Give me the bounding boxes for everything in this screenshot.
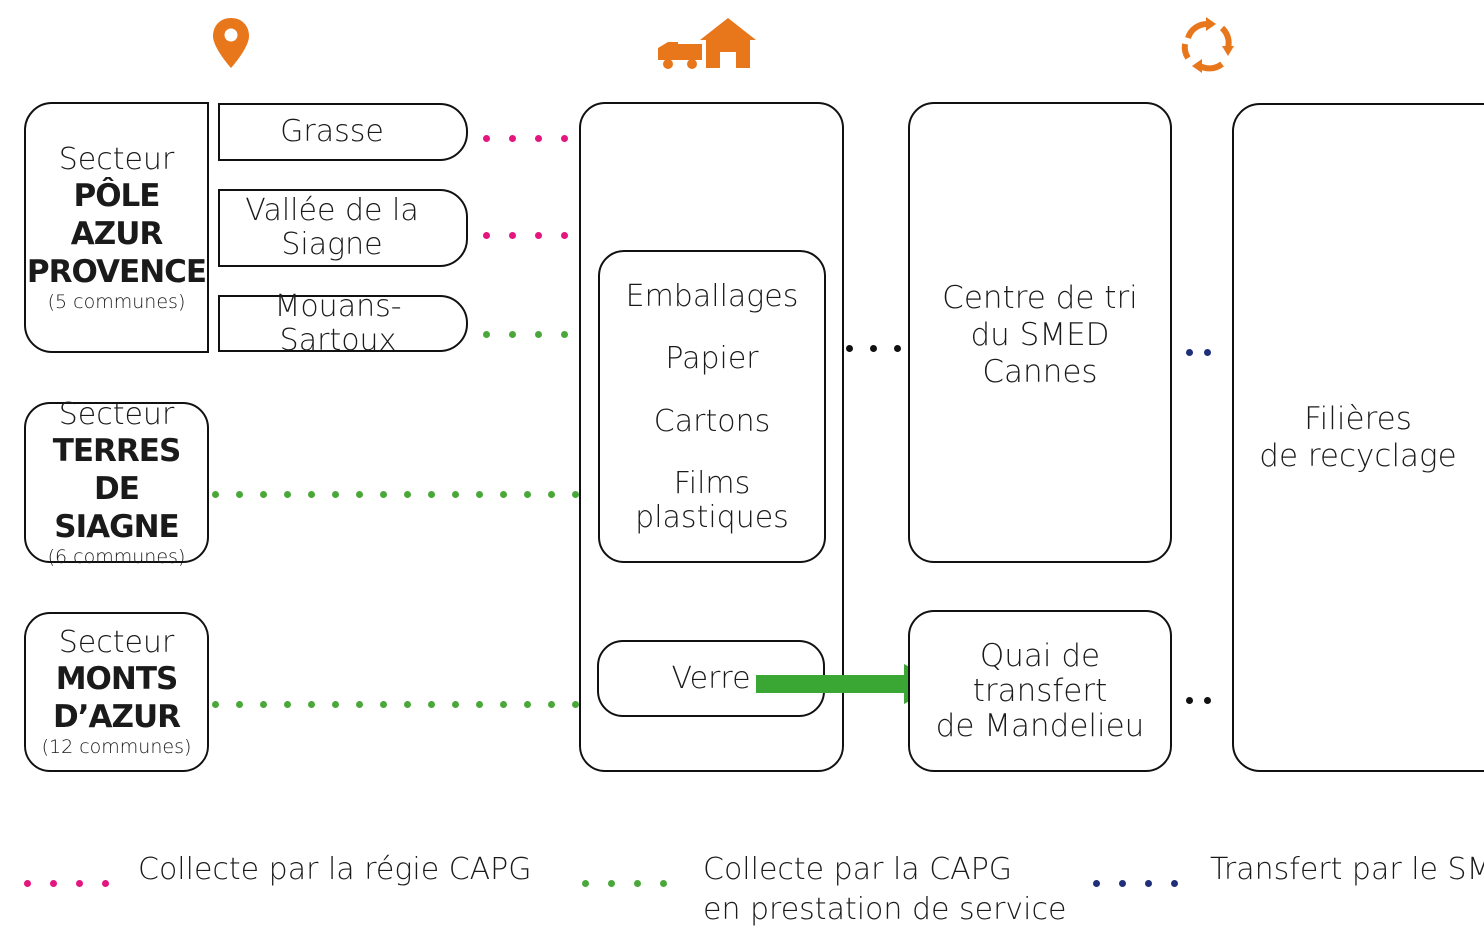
- sorting-center-line2: du SMED: [970, 317, 1110, 353]
- recycle-arrows-icon: [1181, 17, 1234, 73]
- legend-navy-dots: [1093, 872, 1178, 887]
- dotted-link-grasse: [483, 127, 568, 142]
- connector-dot: [548, 701, 555, 708]
- dotted-link-terres: [212, 483, 579, 498]
- legend-prestation-text: Collecte par la CAPG en prestation de se…: [703, 850, 1066, 930]
- connector-dot: [572, 701, 579, 708]
- connector-dot: [260, 701, 267, 708]
- dotted-link-vallee: [483, 224, 568, 239]
- sector-count: (12 communes): [41, 736, 192, 758]
- sorting-center-line3: Cannes: [982, 354, 1098, 390]
- connector-dot: [500, 701, 507, 708]
- connector-dot: [332, 491, 339, 498]
- legend-smed-text: Transfert par le SMED: [1210, 850, 1484, 890]
- zone-vallee-siagne: Vallée de la Siagne: [218, 189, 468, 267]
- connector-dot: [356, 701, 363, 708]
- connector-dot: [284, 701, 291, 708]
- sector-label: Secteur: [58, 141, 175, 177]
- sector-pole-azur-provence: Secteur PÔLE AZUR PROVENCE (5 communes): [24, 102, 209, 353]
- sector-name-line: SIAGNE: [54, 508, 179, 545]
- connector-dot: [284, 491, 291, 498]
- connector-dot: [476, 701, 483, 708]
- connector-dot: [236, 701, 243, 708]
- sector-name-line: D’AZUR: [52, 699, 181, 735]
- legend-green-dots: [582, 872, 667, 887]
- glass-box: Verre: [597, 640, 825, 717]
- connector-dot: [212, 491, 219, 498]
- transfer-quay-line3: de Mandelieu: [935, 707, 1145, 744]
- connector-dot: [308, 701, 315, 708]
- sector-monts-dazur: Secteur MONTS D’AZUR (12 communes): [24, 612, 209, 772]
- sector-name-line: PÔLE AZUR: [70, 177, 164, 252]
- map-pin-icon: [213, 18, 249, 68]
- dotted-link-tri: [846, 337, 901, 352]
- material-films: Films plastiques: [635, 465, 789, 535]
- transfer-quay-line1: Quai de: [979, 637, 1101, 674]
- zone-grasse-label: Grasse: [280, 114, 384, 149]
- zone-vallee-line1: Vallée de la: [245, 193, 419, 228]
- connector-dot: [500, 491, 507, 498]
- zone-mouans-sartoux: Mouans-Sartoux: [218, 289, 468, 357]
- connector-dot: [380, 701, 387, 708]
- connector-dot: [572, 491, 579, 498]
- connector-dot: [476, 491, 483, 498]
- dotted-link-quai-recyclage: [1186, 689, 1211, 704]
- connector-dot: [212, 701, 219, 708]
- recycling-line1: Filières: [1304, 400, 1412, 437]
- connector-dot: [236, 491, 243, 498]
- sector-name-line: PROVENCE: [26, 253, 207, 290]
- dotted-link-mouans: [483, 323, 568, 338]
- sector-count: (5 communes): [47, 290, 186, 313]
- zone-mouans-label: Mouans-Sartoux: [274, 288, 402, 358]
- legend-smed-label: Transfert par le SMED: [1210, 852, 1484, 887]
- sector-name-line: MONTS: [55, 661, 179, 697]
- connector-dot: [524, 491, 531, 498]
- sector-terres-de-siagne: Secteur TERRES DE SIAGNE (6 communes): [24, 397, 209, 568]
- connector-dot: [404, 491, 411, 498]
- sorting-center-line1: Centre de tri: [942, 280, 1138, 316]
- connector-dot: [452, 491, 459, 498]
- transfer-quay-box: Quai de transfert de Mandelieu: [908, 610, 1172, 772]
- legend-regie-text: Collecte par la régie CAPG: [138, 850, 532, 890]
- material-cartons: Cartons: [653, 403, 771, 439]
- legend-regie-label: Collecte par la régie CAPG: [138, 852, 532, 887]
- connector-dot: [428, 701, 435, 708]
- legend-prestation-line1: Collecte par la CAPG: [703, 852, 1013, 887]
- glass-label: Verre: [671, 660, 751, 696]
- recycling-line2: de recyclage: [1259, 437, 1457, 474]
- transfer-quay-line2: transfert: [972, 672, 1108, 709]
- connector-dot: [308, 491, 315, 498]
- material-papier: Papier: [665, 341, 759, 377]
- legend-prestation-line2: en prestation de service: [703, 892, 1067, 927]
- dotted-link-monts: [212, 693, 579, 708]
- dotted-link-smed-recyclage: [1186, 341, 1211, 356]
- sector-label: Secteur: [58, 396, 175, 432]
- truck-house-icon: [658, 18, 756, 69]
- legend-pink-dots: [24, 872, 109, 887]
- zone-grasse: Grasse: [218, 103, 468, 161]
- connector-dot: [260, 491, 267, 498]
- sector-name-line: TERRES DE: [52, 432, 182, 507]
- connector-dot: [524, 701, 531, 708]
- connector-dot: [332, 701, 339, 708]
- sector-count: (6 communes): [47, 545, 186, 568]
- recycling-box: Filières de recyclage: [1232, 103, 1484, 772]
- sector-label: Secteur: [58, 625, 175, 660]
- connector-dot: [428, 491, 435, 498]
- zone-vallee-line2: Siagne: [281, 227, 383, 262]
- sorting-center-box: Centre de tri du SMED Cannes: [908, 102, 1172, 563]
- connector-dot: [404, 701, 411, 708]
- connector-dot: [356, 491, 363, 498]
- material-emballages: Emballages: [625, 279, 799, 315]
- connector-dot: [452, 701, 459, 708]
- connector-dot: [548, 491, 555, 498]
- materials-box: Emballages Papier Cartons Films plastiqu…: [598, 250, 826, 563]
- connector-dot: [380, 491, 387, 498]
